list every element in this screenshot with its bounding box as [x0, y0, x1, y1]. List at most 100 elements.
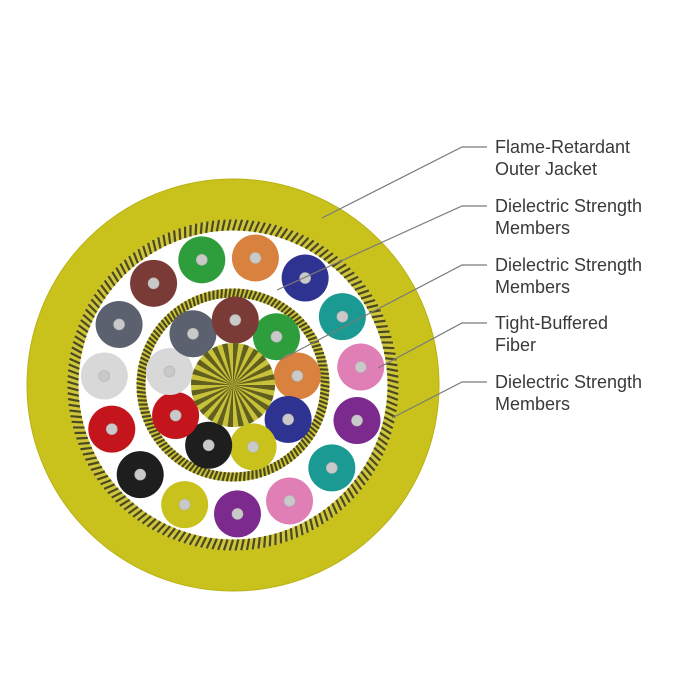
strength-strand	[205, 537, 213, 549]
strength-strand	[303, 328, 313, 335]
strength-strand	[80, 319, 91, 328]
callout-line: Dielectric Strength	[495, 255, 642, 275]
strength-strand	[331, 502, 338, 515]
strength-strand	[385, 405, 397, 413]
callout-line: Members	[495, 277, 570, 297]
strength-strand	[315, 411, 325, 418]
strength-strand	[152, 329, 161, 338]
leader-line	[279, 264, 487, 361]
strength-strand	[146, 425, 157, 431]
strength-strand	[335, 499, 343, 511]
strength-strand	[173, 454, 183, 463]
fiber-core	[283, 495, 296, 507]
central-core-wedge	[203, 351, 233, 385]
cable-body	[26, 178, 440, 592]
strength-strand	[128, 255, 135, 268]
strength-strand	[383, 416, 395, 424]
central-core-wedge	[192, 368, 233, 385]
strength-strand	[96, 289, 106, 300]
strength-strand	[311, 422, 320, 430]
strength-strand	[164, 447, 174, 455]
strength-strand	[294, 526, 299, 538]
strength-strand	[316, 355, 326, 360]
strength-strand	[68, 403, 81, 408]
strength-strand	[196, 466, 204, 476]
strength-strand	[277, 302, 285, 311]
strength-strand	[231, 219, 238, 231]
strength-strand	[96, 474, 109, 481]
callout-line: Fiber	[495, 335, 536, 355]
central-core-wedge	[233, 364, 272, 385]
fiber-core	[336, 310, 349, 323]
strength-strand	[248, 220, 255, 232]
strength-strand	[70, 352, 82, 360]
strength-strand	[255, 469, 258, 479]
fiber-core	[282, 413, 294, 426]
strength-strand	[269, 224, 278, 236]
fiber-orange	[273, 352, 321, 400]
strength-strand	[136, 386, 146, 391]
fiber-core	[270, 330, 283, 343]
strength-strand	[90, 298, 101, 309]
strength-strand	[339, 495, 347, 507]
fiber-core	[299, 272, 311, 284]
strength-strand	[137, 394, 147, 398]
strength-strand	[292, 315, 302, 323]
central-core-wedge	[227, 385, 233, 427]
strength-strand	[74, 335, 86, 344]
strength-strand	[93, 470, 106, 476]
strength-strand	[138, 360, 149, 367]
strength-strand	[320, 387, 330, 393]
strength-strand	[178, 228, 182, 240]
strength-strand	[142, 348, 152, 356]
strength-strand	[270, 298, 278, 307]
strength-strand	[368, 456, 379, 467]
central-core-wedge	[233, 385, 274, 402]
strength-strand	[136, 381, 146, 387]
strength-strand	[71, 346, 83, 354]
strength-strand	[357, 289, 370, 296]
strength-strand	[161, 525, 171, 536]
central-core-wedge	[194, 385, 233, 406]
strength-strand	[363, 299, 376, 305]
strength-strand	[343, 271, 355, 279]
fiber-slate	[95, 300, 143, 348]
strength-strand	[305, 432, 314, 441]
strength-strand	[314, 245, 325, 255]
strength-strand	[386, 400, 398, 407]
fiber-core	[351, 414, 363, 427]
fiber-core	[187, 327, 199, 340]
strength-strand	[152, 239, 157, 252]
strength-strand	[239, 288, 245, 299]
strength-strand	[371, 451, 382, 462]
strength-strand	[262, 294, 270, 304]
strength-strand	[143, 418, 153, 423]
strength-strand	[162, 234, 167, 247]
central-core-wedge	[191, 385, 233, 396]
leader-line	[377, 322, 487, 369]
strength-strand	[228, 539, 235, 551]
strength-strand	[87, 303, 98, 314]
outer-strength-ring-base	[67, 219, 399, 551]
fiber-white	[145, 347, 193, 395]
central-core-wedge	[233, 385, 254, 424]
strength-strand	[269, 463, 275, 474]
inner-strength-ring	[136, 288, 330, 482]
strength-strand	[289, 312, 299, 320]
strength-strand	[67, 380, 79, 387]
strength-strand	[167, 450, 177, 458]
strength-strand	[221, 471, 227, 482]
strength-strand	[242, 471, 246, 481]
strength-strand	[311, 343, 322, 349]
strength-strand	[377, 436, 389, 446]
strength-strand	[67, 374, 79, 381]
strength-strand	[136, 373, 147, 379]
strength-strand	[217, 538, 224, 551]
strength-strand	[243, 289, 249, 299]
strength-strand	[140, 410, 150, 415]
strength-strand	[170, 310, 177, 320]
strength-strand	[386, 367, 399, 373]
strength-strand	[284, 229, 294, 241]
central-core-wedge	[233, 344, 250, 385]
fiber-core	[354, 361, 367, 373]
